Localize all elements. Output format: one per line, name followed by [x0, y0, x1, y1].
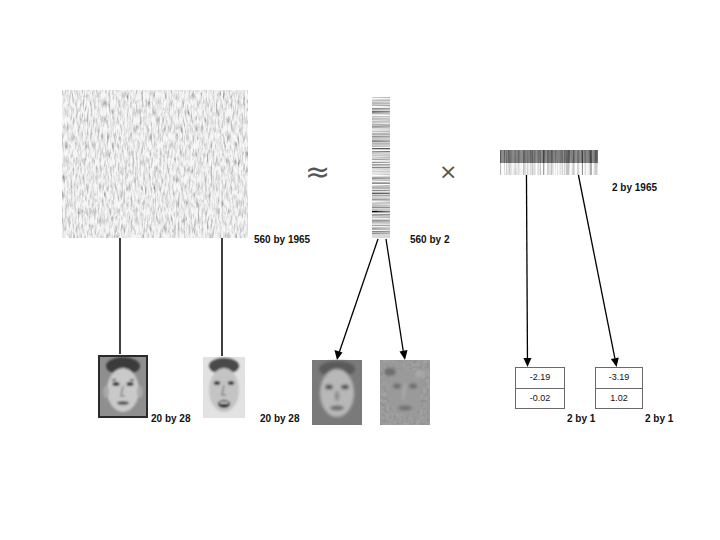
face-image	[98, 355, 148, 418]
coefficient-row-1	[500, 150, 598, 163]
matrix-size-label: 560 by 1965	[254, 234, 310, 246]
arrow-head	[335, 350, 343, 360]
coefficient-row-2-tint	[500, 163, 598, 175]
eigenface-image	[312, 360, 362, 425]
arrow-head	[611, 357, 619, 367]
approx-symbol: ≈	[305, 157, 330, 187]
arrow-head	[523, 358, 531, 367]
basis-matrix-texture	[372, 97, 390, 238]
coefficient-value: -2.19	[516, 368, 564, 388]
coefficient-row-2	[500, 163, 598, 175]
coefficient-value: -3.19	[596, 368, 642, 388]
dimension-label: 20 by 28	[260, 414, 299, 424]
leader-arrow	[338, 239, 378, 356]
coefficient-vector: -3.191.02	[595, 367, 643, 409]
coefficient-value: -0.02	[516, 388, 564, 408]
coefficient-vector: -2.19-0.02	[515, 367, 565, 409]
arrow-head	[400, 350, 408, 360]
dimension-label: 2 by 1	[567, 414, 595, 424]
leader-line	[221, 238, 223, 356]
data-matrix-tint	[62, 90, 248, 238]
data-matrix: 560 by 1965	[62, 90, 248, 238]
matrix-size-label: 560 by 2	[410, 234, 449, 246]
basis-matrix: 560 by 2	[372, 97, 390, 238]
coefficient-row-1-shade	[500, 150, 598, 163]
leader-arrow	[386, 239, 404, 356]
data-matrix-texture	[62, 90, 248, 238]
connector-arrow	[578, 175, 614, 358]
dimension-label: 20 by 28	[151, 414, 190, 424]
dimension-label: 2 by 1	[645, 414, 673, 424]
coefficient-value: 1.02	[596, 388, 642, 408]
times-symbol: ×	[439, 161, 457, 183]
face-image	[203, 357, 245, 418]
leader-line	[119, 238, 121, 354]
eigenface-image	[380, 360, 430, 425]
connector-arrow	[526, 175, 528, 358]
coefficient-matrix: 2 by 1965	[500, 150, 598, 175]
matrix-size-label: 2 by 1965	[612, 182, 657, 194]
